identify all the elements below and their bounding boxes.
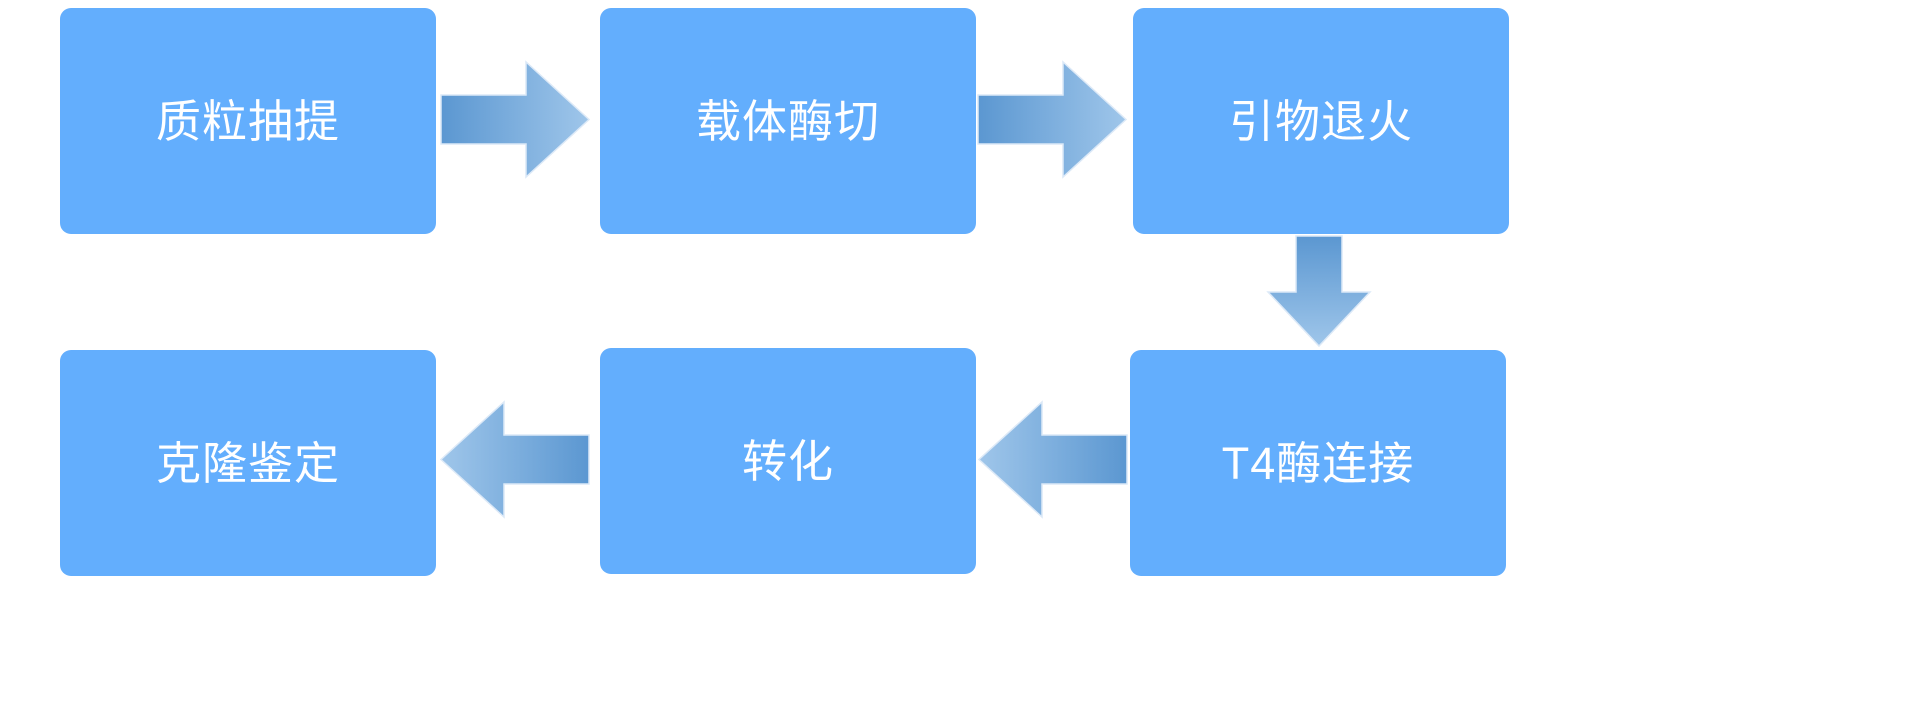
- process-node-primer-annealing[interactable]: 引物退火: [1133, 8, 1509, 234]
- node-label: T4酶连接: [1221, 437, 1415, 489]
- arrow-left-ligation-to-transformation: [977, 400, 1128, 519]
- node-label: 引物退火: [1228, 95, 1413, 147]
- node-label: 载体酶切: [695, 95, 880, 147]
- arrow-right-vector-to-annealing: [977, 60, 1128, 179]
- process-node-plasmid-extraction[interactable]: 质粒抽提: [60, 8, 436, 234]
- node-label: 质粒抽提: [155, 95, 340, 147]
- arrow-left-transformation-to-clone: [439, 400, 590, 519]
- arrow-down-annealing-to-ligation: [1266, 235, 1372, 348]
- process-node-clone-identification[interactable]: 克隆鉴定: [60, 350, 436, 576]
- arrow-right-plasmid-to-vector: [440, 60, 591, 179]
- process-node-t4-ligation[interactable]: T4酶连接: [1130, 350, 1506, 576]
- process-node-vector-digestion[interactable]: 载体酶切: [600, 8, 976, 234]
- node-label: 克隆鉴定: [155, 437, 340, 489]
- process-node-transformation[interactable]: 转化: [600, 348, 976, 574]
- node-label: 转化: [741, 435, 834, 487]
